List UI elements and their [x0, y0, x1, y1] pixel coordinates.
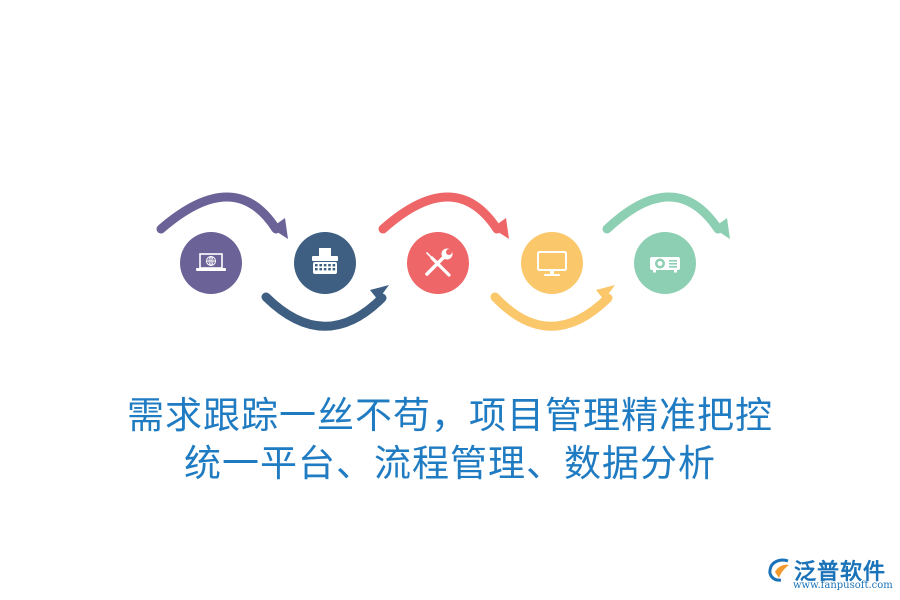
- process-step: [521, 232, 583, 294]
- arrowhead: [713, 218, 730, 239]
- brand-mark-arc: [768, 558, 789, 582]
- monitor-icon: [537, 251, 567, 276]
- arrow-arc: [156, 192, 281, 234]
- connector-arrow: [261, 285, 389, 331]
- arrowhead: [370, 285, 389, 300]
- brand-name: 泛普软件: [794, 560, 887, 585]
- caption-line-2: 统一平台、流程管理、数据分析: [184, 442, 716, 485]
- brand-mark-icon: [768, 558, 789, 582]
- arrowhead: [271, 218, 288, 239]
- connector-arrow: [602, 192, 730, 239]
- process-step: [180, 232, 242, 294]
- wrench-screwdriver-icon: [425, 248, 453, 277]
- caption-line-1: 需求跟踪一丝不苟，项目管理精准把控: [127, 394, 773, 437]
- process-step: [407, 232, 469, 294]
- arrow-arc: [261, 292, 387, 331]
- laptop-globe-icon: [196, 253, 226, 271]
- connector-arrow: [156, 192, 288, 239]
- connector-arrows: [156, 192, 730, 331]
- step-circle: [521, 232, 583, 294]
- arrowhead: [596, 285, 615, 300]
- process-steps: [180, 232, 696, 294]
- connector-arrow: [490, 285, 615, 331]
- process-step: [294, 232, 356, 294]
- brand-mark-leaf: [775, 564, 789, 578]
- arrow-arc: [602, 192, 723, 234]
- arrow-arc: [490, 292, 613, 331]
- connector-arrow: [378, 192, 509, 239]
- arrowhead: [492, 218, 509, 239]
- typewriter-icon: [312, 248, 338, 274]
- process-step: [634, 232, 696, 294]
- brand-logo: 泛普软件 www.fanpusoft.com: [766, 553, 893, 597]
- brand-url: www.fanpusoft.com: [793, 580, 893, 591]
- projector-icon: [650, 257, 680, 273]
- arrow-arc: [378, 192, 502, 234]
